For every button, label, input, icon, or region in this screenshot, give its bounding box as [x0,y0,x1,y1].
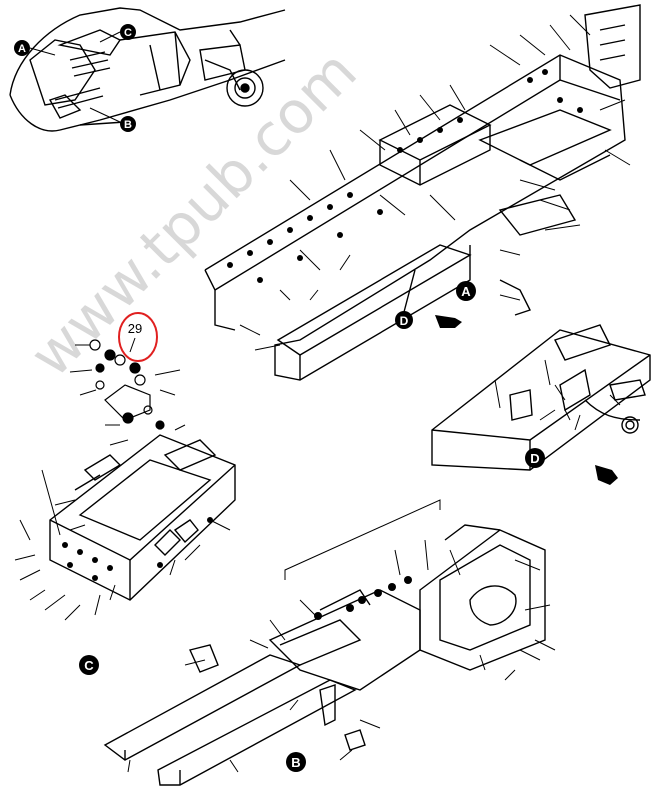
callout-29: 29 [118,312,158,362]
view-c-label: C [79,655,99,675]
locator-key-a: A [14,40,56,56]
view-a-assembly [204,4,641,381]
watermark-text: www.tpub.com [17,37,370,390]
locator-key-a-label: A [18,43,26,55]
view-b-label: B [286,752,306,772]
leader-lines [279,249,351,301]
view-b-assembly [103,499,556,786]
view-d-reference: D [395,269,416,329]
view-a-fastener-holes [227,69,583,283]
pointing-hand-icon-d [595,465,618,485]
view-a-label-text: A [461,284,471,299]
view-c-assembly [14,434,236,621]
callout-fastener-stack [69,339,186,446]
locator-key-c: C [99,24,136,43]
locator-view [9,7,286,132]
locator-key-b: B [89,107,136,132]
view-c-label-text: C [84,658,94,673]
view-b-fastener-chain [314,576,412,620]
view-c-fastener-holes [62,517,213,581]
locator-key-c-label: C [124,27,132,39]
view-d-label: D [525,448,545,468]
view-d-label-text: D [530,451,539,466]
view-d-reference-text: D [400,314,409,328]
callout-29-number: 29 [128,321,142,336]
view-d-assembly [431,324,651,471]
view-a-label: A [456,281,476,301]
locator-key-b-label: B [124,119,132,131]
pointing-hand-icon [435,315,462,328]
view-b-label-text: B [291,755,300,770]
